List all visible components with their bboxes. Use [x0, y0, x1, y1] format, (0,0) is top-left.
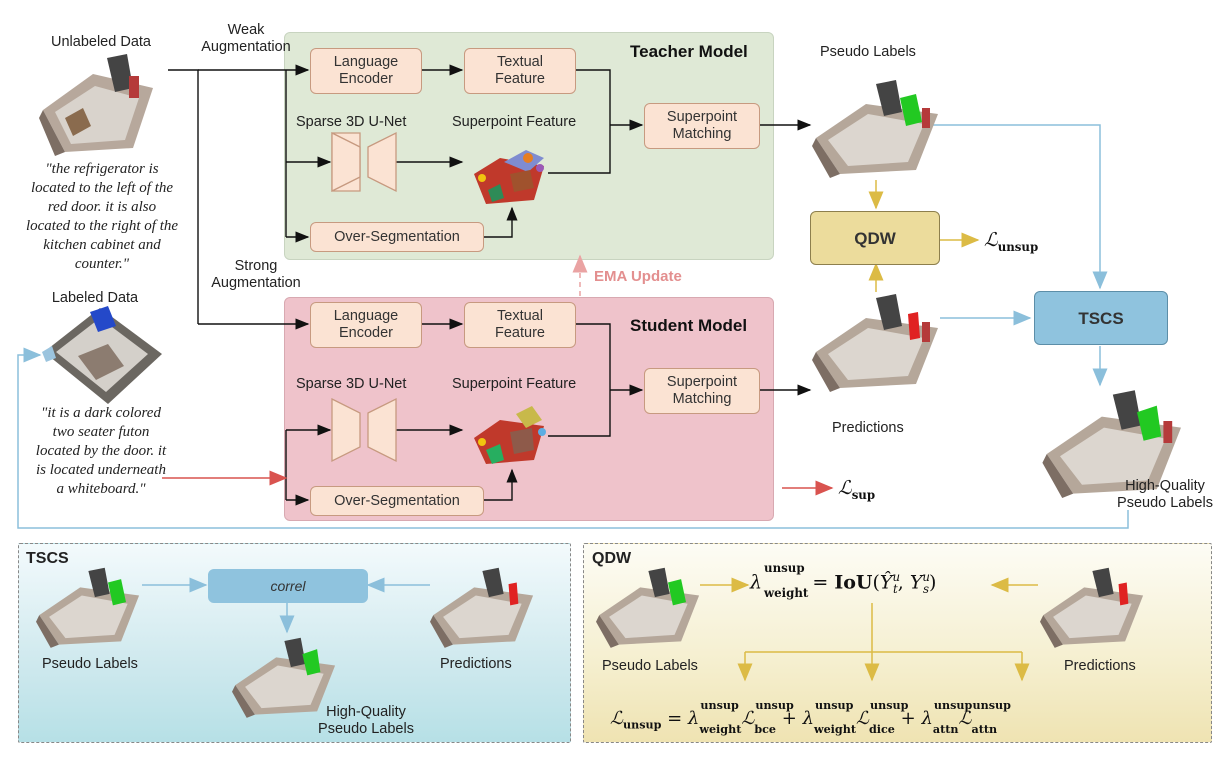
correl-box: correl: [208, 569, 368, 603]
qdw-panel-title: QDW: [592, 550, 632, 567]
loss-sup-symbol: ℒ: [838, 477, 852, 499]
teacher-language-encoder: Language Encoder: [310, 48, 422, 94]
qdw-pseudo-labels-scene-image: [596, 567, 700, 648]
teacher-textual-feature: Textual Feature: [464, 48, 576, 94]
hq-pseudo-labels-title: High-Quality Pseudo Labels: [1117, 478, 1213, 511]
tscs-predictions-scene-image: [430, 567, 534, 648]
pseudo-labels-scene-image: [812, 80, 938, 178]
tscs-hq-scene-image: [232, 637, 336, 718]
teacher-over-segmentation: Over-Segmentation: [310, 222, 484, 252]
tscs-pseudo-labels-label: Pseudo Labels: [42, 656, 138, 672]
student-unet-label: Sparse 3D U-Net: [296, 376, 407, 392]
labeled-data-quote: "it is a dark colored two seater futon l…: [35, 405, 167, 497]
ema-update-label: EMA Update: [594, 268, 682, 285]
student-textual-feature: Textual Feature: [464, 302, 576, 348]
teacher-unet-icon: [331, 131, 397, 193]
unlabeled-scene-image: [39, 54, 153, 156]
student-superpoint-matching: Superpoint Matching: [644, 368, 760, 414]
qdw-predictions-label: Predictions: [1064, 658, 1136, 674]
student-model-title: Student Model: [630, 316, 748, 335]
student-language-encoder: Language Encoder: [310, 302, 422, 348]
labeled-data-title: Labeled Data: [51, 290, 139, 306]
tscs-box: TSCS: [1034, 291, 1168, 345]
unlabeled-data-title: Unlabeled Data: [51, 34, 151, 50]
weak-augmentation-label: Weak Augmentation: [201, 22, 291, 55]
student-superpoint-feature-label: Superpoint Feature: [452, 376, 577, 392]
qdw-predictions-scene-image: [1040, 567, 1144, 648]
teacher-superpoint-feature-label: Superpoint Feature: [452, 114, 577, 130]
student-superpoint-feature-image: [474, 406, 546, 464]
predictions-title: Predictions: [832, 420, 904, 436]
teacher-model-title: Teacher Model: [630, 42, 748, 61]
tscs-pseudo-labels-scene-image: [36, 567, 140, 648]
loss-unsup-subscript: unsup: [997, 239, 1039, 254]
loss-unsup-label: ℒunsup: [984, 229, 1038, 254]
student-over-segmentation: Over-Segmentation: [310, 486, 484, 516]
teacher-superpoint-matching: Superpoint Matching: [644, 103, 760, 149]
teacher-superpoint-feature-image: [474, 150, 544, 204]
tscs-hq-label: High-Quality Pseudo Labels: [318, 704, 414, 737]
teacher-unet-label: Sparse 3D U-Net: [296, 114, 407, 130]
predictions-scene-image: [812, 294, 938, 392]
qdw-pseudo-labels-label: Pseudo Labels: [602, 658, 698, 674]
student-unet-icon: [331, 397, 397, 463]
loss-sup-label: ℒsup: [838, 477, 875, 502]
loss-unsup-symbol: ℒ: [984, 229, 998, 251]
loss-sup-subscript: sup: [851, 487, 876, 502]
tscs-predictions-label: Predictions: [440, 656, 512, 672]
labeled-scene-image: [42, 306, 162, 404]
strong-augmentation-label: Strong Augmentation: [211, 258, 301, 291]
unlabeled-data-quote: "the refrigerator is located to the left…: [25, 161, 179, 272]
qdw-box: QDW: [810, 211, 940, 265]
hq-pseudo-labels-scene-image: [1042, 390, 1181, 498]
pseudo-labels-title: Pseudo Labels: [820, 44, 916, 60]
tscs-panel-title: TSCS: [26, 550, 69, 567]
